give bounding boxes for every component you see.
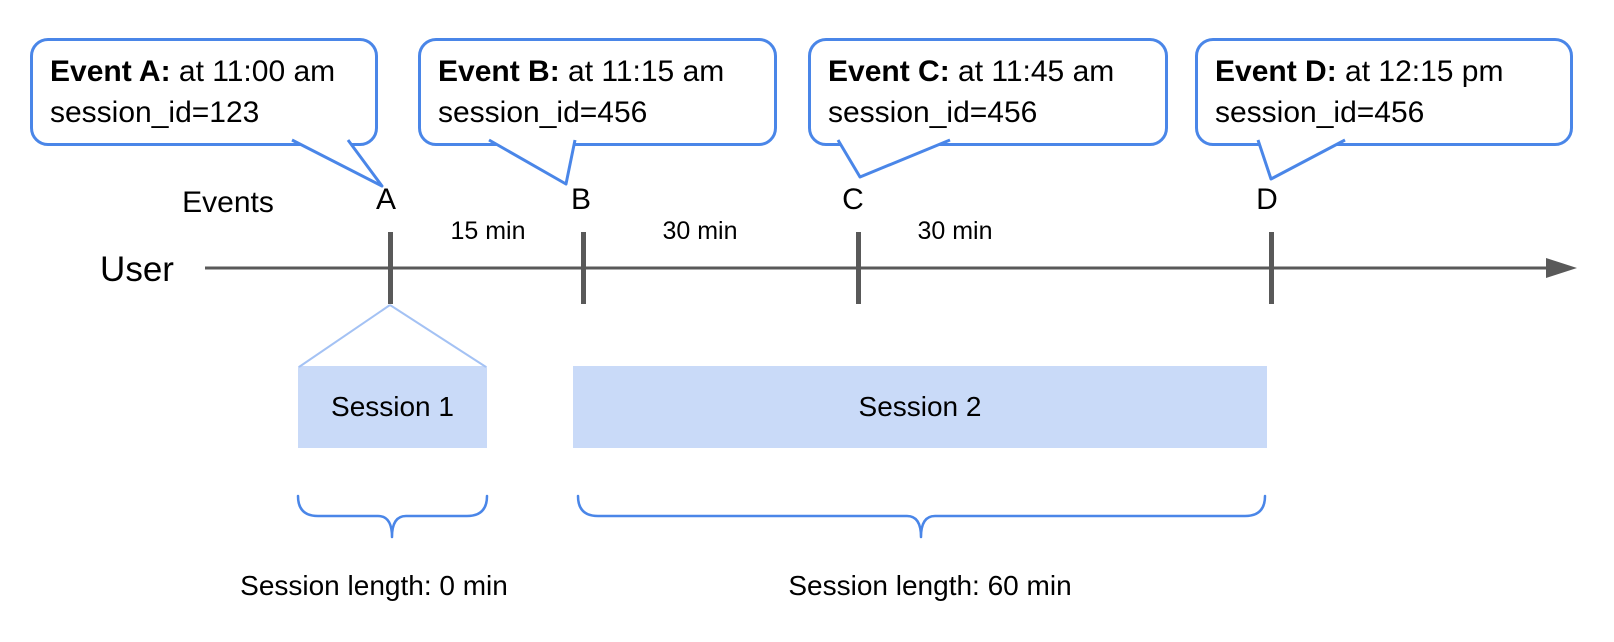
events-axis-label: Events [182, 186, 274, 219]
timeline-arrow-icon [1546, 258, 1577, 278]
event-b-title: Event B: [438, 55, 560, 88]
event-c-bubble: Event C: at 11:45 am session_id=456 [808, 38, 1168, 146]
session-1-brace [296, 494, 489, 539]
event-d-session-id: session_id=456 [1215, 96, 1425, 129]
event-b-bubble-tail [488, 138, 577, 186]
event-a-letter: A [375, 183, 397, 216]
event-b-time: at 11:15 am [568, 55, 725, 88]
event-b-session-id: session_id=456 [438, 96, 648, 129]
event-c-session-id: session_id=456 [828, 96, 1038, 129]
session-2-length-label: Session length: 60 min [788, 570, 1072, 601]
session-2-box: Session 2 [573, 366, 1267, 448]
interval-a-b-label: 15 min [450, 217, 526, 245]
event-c-line1: Event C: at 11:45 am [828, 51, 1165, 92]
event-d-title: Event D: [1215, 55, 1337, 88]
event-d-time: at 12:15 pm [1345, 55, 1504, 88]
event-c-tick [856, 232, 861, 304]
event-c-title: Event C: [828, 55, 950, 88]
event-d-letter: D [1256, 183, 1278, 216]
event-a-time: at 11:00 am [178, 55, 336, 88]
interval-c-d-label: 30 min [917, 217, 993, 245]
event-b-letter: B [570, 183, 592, 216]
event-a-bubble-tail [291, 138, 384, 188]
event-a-session-id: session_id=123 [50, 96, 260, 129]
session-1-box: Session 1 [298, 366, 487, 448]
user-axis-label: User [100, 250, 174, 289]
interval-b-c-label: 30 min [662, 217, 738, 245]
event-a-bubble: Event A: at 11:00 am session_id=123 [30, 38, 378, 146]
event-b-tick [581, 232, 586, 304]
event-d-line1: Event D: at 12:15 pm [1215, 51, 1570, 92]
session-1-funnel-lines [298, 304, 487, 368]
event-a-line1: Event A: at 11:00 am [50, 51, 375, 92]
event-d-bubble: Event D: at 12:15 pm session_id=456 [1195, 38, 1573, 146]
event-b-line1: Event B: at 11:15 am [438, 51, 774, 92]
session-2-brace [576, 494, 1267, 539]
session-2-label: Session 2 [858, 391, 982, 422]
event-c-letter: C [842, 183, 864, 216]
event-a-title: Event A: [50, 55, 171, 88]
session-1-length-label: Session length: 0 min [240, 570, 508, 601]
event-a-tick [388, 232, 393, 304]
event-d-tick [1269, 232, 1274, 304]
event-b-bubble: Event B: at 11:15 am session_id=456 [418, 38, 777, 146]
session-1-label: Session 1 [331, 391, 454, 422]
event-c-time: at 11:45 am [958, 55, 1115, 88]
